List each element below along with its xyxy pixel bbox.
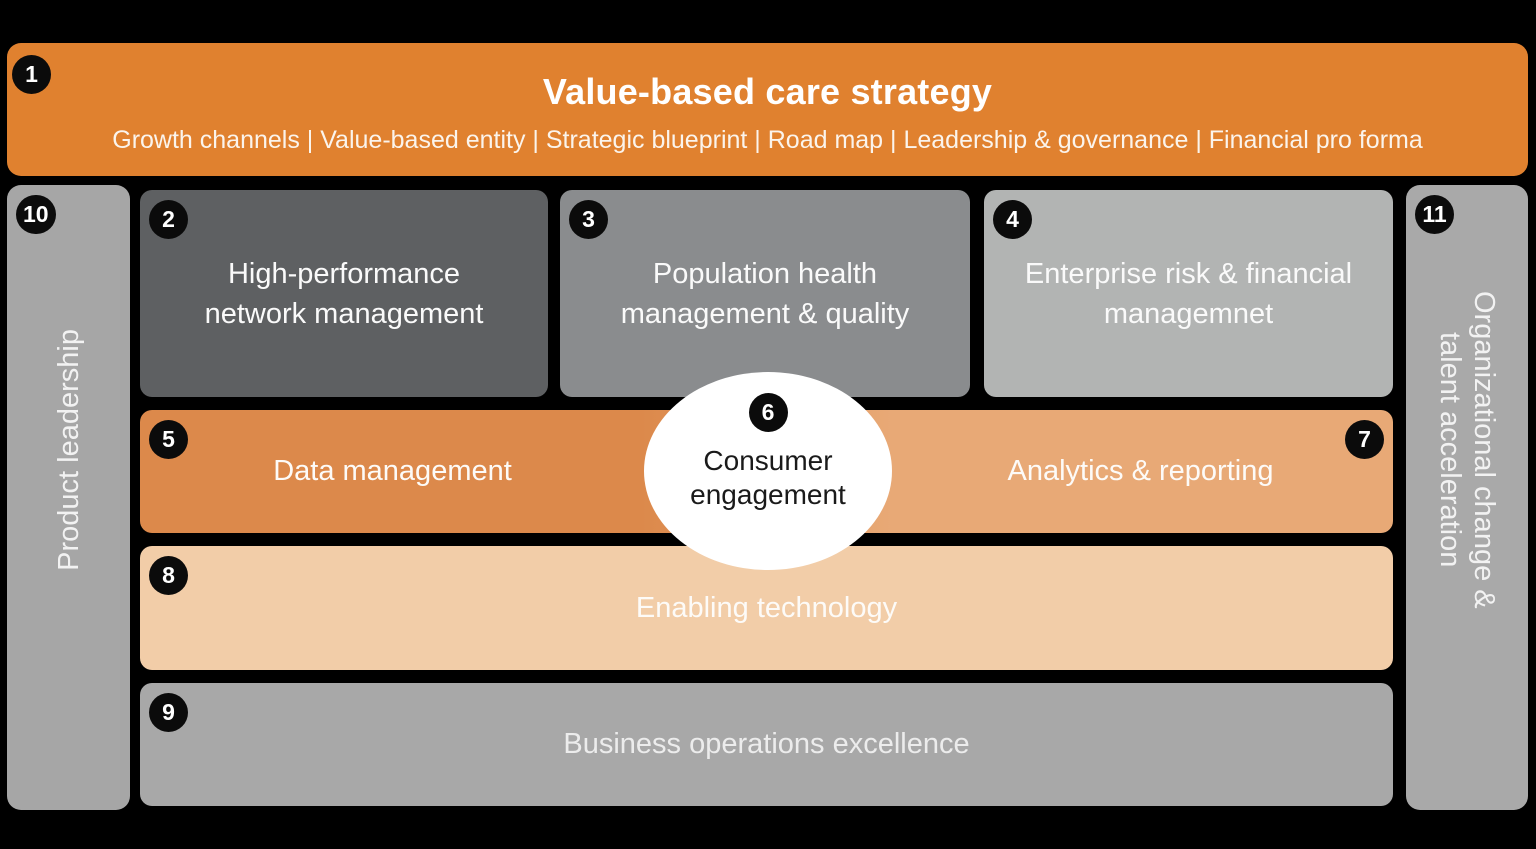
box-population-health: 3 Population health management & quality [560, 190, 970, 397]
step-badge-8: 8 [149, 556, 188, 595]
consumer-engagement-line1: Consumer [703, 445, 833, 476]
sidebar-organizational-change: 11 Organizational change & talent accele… [1406, 185, 1528, 810]
step-badge-6: 6 [748, 393, 788, 432]
step-badge-5: 5 [149, 420, 188, 459]
enabling-technology-label: Enabling technology [635, 591, 898, 624]
business-operations-label: Business operations excellence [563, 728, 970, 760]
consumer-engagement-label: Consumer engagement [690, 444, 846, 512]
box-enterprise-risk-label: Enterprise risk & financial managemnet [1024, 257, 1353, 330]
analytics-reporting-label: Analytics & reporting [1007, 455, 1274, 487]
box-population-health-label: Population health management & quality [620, 257, 910, 330]
step-badge-1: 1 [12, 55, 51, 94]
step-badge-10: 10 [16, 195, 56, 234]
banner-subtitle: Growth channels | Value-based entity | S… [112, 125, 1423, 154]
sidebar-right-label-line2: talent acceleration [1434, 331, 1466, 568]
step-badge-11: 11 [1415, 195, 1454, 234]
consumer-engagement-line2: engagement [690, 479, 846, 510]
sidebar-right-inner: Organizational change & talent accelerat… [1406, 185, 1528, 810]
data-management-label: Data management [273, 455, 512, 487]
step-badge-2: 2 [149, 200, 188, 239]
banner-title: Value-based care strategy [542, 70, 993, 112]
step-badge-9: 9 [149, 693, 188, 732]
sidebar-left-inner: Product leadership [7, 185, 130, 810]
sidebar-right-label-line1: Organizational change & [1468, 290, 1500, 609]
consumer-engagement-ellipse: 6 Consumer engagement [644, 372, 892, 570]
sidebar-left-label: Product leadership [52, 328, 85, 571]
strategy-banner: 1 Value-based care strategy Growth chann… [7, 43, 1528, 176]
sidebar-right-label: Organizational change & talent accelerat… [1433, 291, 1501, 609]
box-enterprise-risk: 4 Enterprise risk & financial managemnet [984, 190, 1393, 397]
box-network-management: 2 High-performance network management [140, 190, 548, 397]
step-badge-4: 4 [993, 200, 1032, 239]
sidebar-product-leadership: 10 Product leadership [7, 185, 130, 810]
step-badge-7: 7 [1345, 420, 1384, 459]
step-badge-3: 3 [569, 200, 608, 239]
box-network-management-label: High-performance network management [204, 257, 484, 330]
row-business-operations: 9 Business operations excellence [140, 683, 1393, 806]
